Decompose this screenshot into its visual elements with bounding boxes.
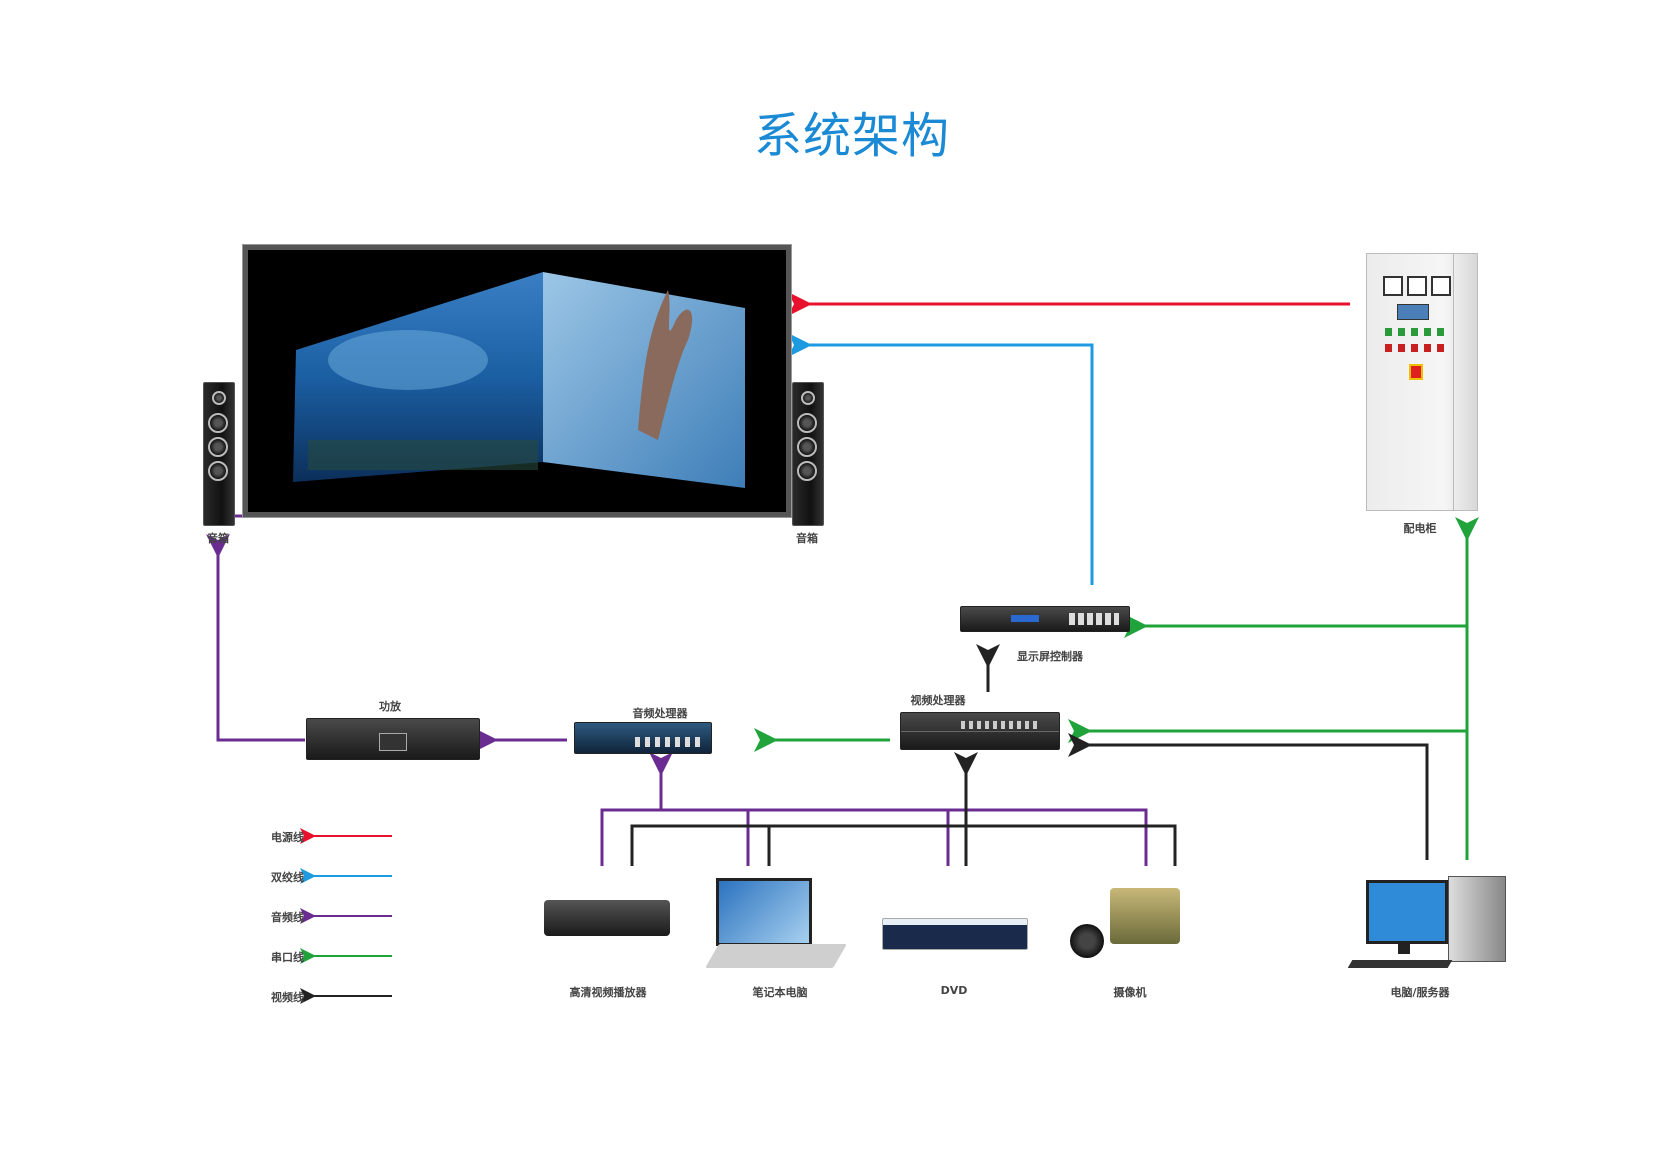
video-bus-line <box>630 824 1177 866</box>
dvd-player-device <box>882 918 1028 950</box>
speaker-left-label: 音箱 <box>207 532 229 545</box>
amplifier-label: 功放 <box>379 700 401 713</box>
video-processor-label: 视频处理器 <box>910 694 966 707</box>
camera-label: 摄像机 <box>1113 986 1147 999</box>
legend-serial-label: 串口线 <box>271 951 304 964</box>
power-cabinet-label: 配电柜 <box>1403 522 1437 535</box>
dvd-label: DVD <box>940 984 968 997</box>
speaker-right-label: 音箱 <box>796 532 818 545</box>
video-pc-vp-line <box>1068 733 1429 860</box>
power-distribution-cabinet <box>1366 253 1478 511</box>
camera-device <box>1070 888 1190 968</box>
twisted-pair-line <box>788 333 1094 585</box>
legend-power-label: 电源线 <box>271 831 304 844</box>
video-processor-device <box>900 712 1060 750</box>
computer-server-device <box>1336 876 1508 972</box>
computer-server-label: 电脑/服务器 <box>1390 986 1450 999</box>
legend-video-label: 视频线 <box>271 991 304 1004</box>
amplifier-audio-line <box>206 534 305 742</box>
led-display-screen <box>243 245 791 517</box>
power-amplifier-device <box>306 718 480 760</box>
speaker-left <box>203 382 235 526</box>
laptop-device <box>705 878 847 978</box>
display-controller-device <box>960 606 1130 632</box>
audio-processor-device <box>574 722 712 754</box>
screen-content-image <box>293 272 745 488</box>
laptop-label: 笔记本电脑 <box>752 986 808 999</box>
hd-video-player-device <box>544 900 670 936</box>
speaker-right <box>792 382 824 526</box>
legend-twisted-pair-label: 双绞线 <box>271 871 304 884</box>
audio-bus-line <box>600 808 1148 866</box>
hd-player-label: 高清视频播放器 <box>569 986 647 999</box>
display-controller-label: 显示屏控制器 <box>1017 650 1083 663</box>
audio-processor-label: 音频处理器 <box>632 707 688 720</box>
page-title: 系统架构 <box>753 108 950 164</box>
legend-audio-label: 音频线 <box>271 911 304 924</box>
